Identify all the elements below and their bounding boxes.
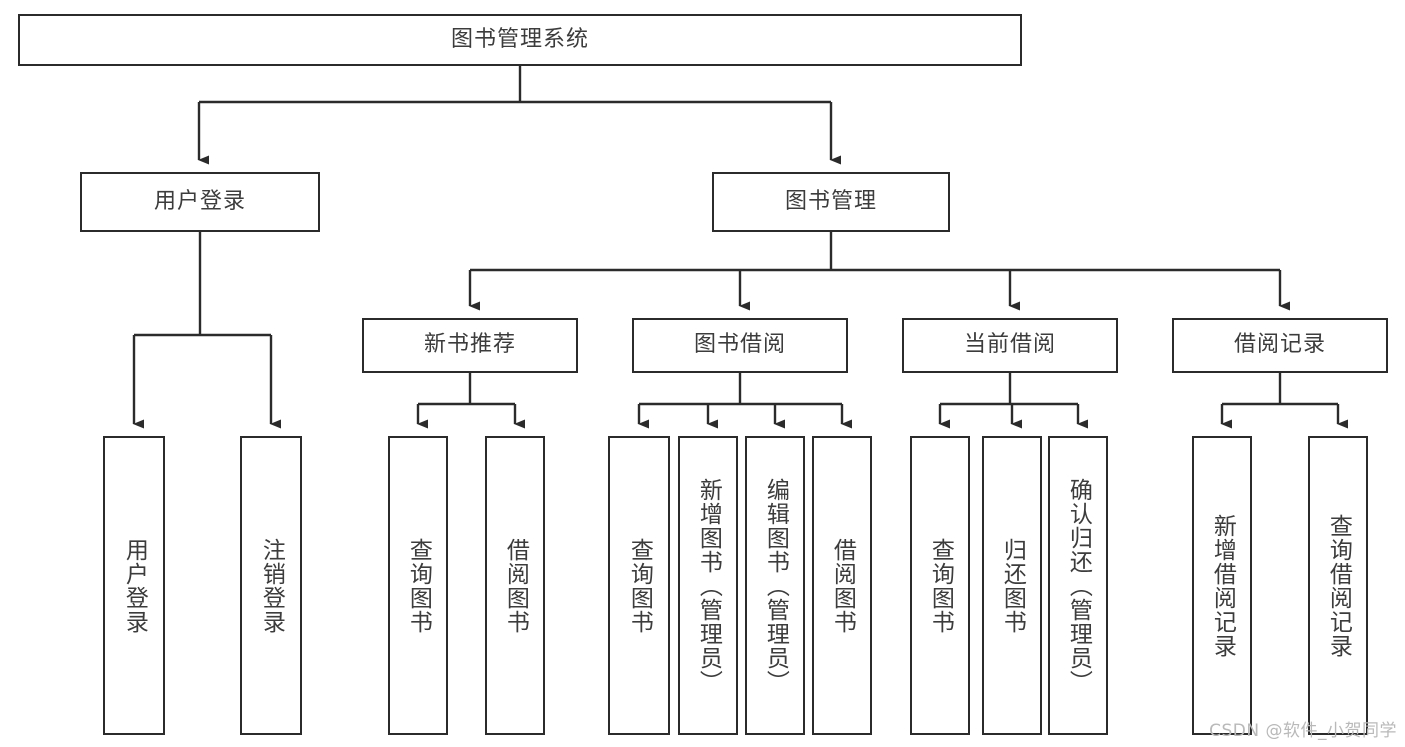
leaf-edit-book-admin[interactable]: 编辑图书（管理员） — [745, 436, 805, 735]
leaf-add-borrow-record-label: 新增借阅记录 — [1209, 513, 1236, 658]
leaf-query-book-recommend[interactable]: 查询图书 — [388, 436, 448, 735]
node-user-login-label: 用户登录 — [153, 188, 246, 214]
leaf-edit-book-admin-label: 编辑图书（管理员） — [762, 477, 789, 694]
node-borrow-records[interactable]: 借阅记录 — [1172, 318, 1388, 373]
leaf-add-book-admin[interactable]: 新增图书（管理员） — [678, 436, 738, 735]
connector-records-to-leaves — [1220, 373, 1348, 429]
leaf-user-login[interactable]: 用户登录 — [103, 436, 165, 735]
leaf-confirm-return-admin[interactable]: 确认归还（管理员） — [1048, 436, 1108, 735]
leaf-query-borrow-record[interactable]: 查询借阅记录 — [1308, 436, 1368, 735]
leaf-return-book[interactable]: 归还图书 — [982, 436, 1042, 735]
leaf-logout-label: 注销登录 — [258, 537, 285, 634]
connector-root-to-level2 — [197, 66, 841, 165]
leaf-query-book-current[interactable]: 查询图书 — [910, 436, 970, 735]
node-book-management-label: 图书管理 — [784, 188, 877, 214]
node-borrow-records-label: 借阅记录 — [1233, 332, 1326, 358]
leaf-user-login-label: 用户登录 — [121, 537, 148, 634]
leaf-query-book-borrow[interactable]: 查询图书 — [608, 436, 670, 735]
leaf-borrow-book-label: 借阅图书 — [829, 537, 856, 634]
node-root-label: 图书管理系统 — [450, 26, 589, 52]
node-root[interactable]: 图书管理系统 — [18, 14, 1022, 66]
leaf-borrow-book-recommend[interactable]: 借阅图书 — [485, 436, 545, 735]
watermark-text: CSDN @软件_小贺同学 — [1209, 721, 1397, 741]
node-book-management[interactable]: 图书管理 — [712, 172, 950, 232]
node-new-book-recommend[interactable]: 新书推荐 — [362, 318, 578, 373]
leaf-add-borrow-record[interactable]: 新增借阅记录 — [1192, 436, 1252, 735]
leaf-query-book-recommend-label: 查询图书 — [405, 537, 432, 634]
leaf-borrow-book[interactable]: 借阅图书 — [812, 436, 872, 735]
leaf-query-borrow-record-label: 查询借阅记录 — [1325, 513, 1352, 658]
connector-bookmgmt-to-level3 — [468, 232, 1290, 311]
leaf-query-book-borrow-label: 查询图书 — [626, 537, 653, 634]
node-new-book-recommend-label: 新书推荐 — [423, 332, 516, 358]
leaf-return-book-label: 归还图书 — [999, 537, 1026, 634]
leaf-add-book-admin-label: 新增图书（管理员） — [695, 477, 722, 694]
leaf-borrow-book-recommend-label: 借阅图书 — [502, 537, 529, 634]
leaf-logout[interactable]: 注销登录 — [240, 436, 302, 735]
connector-borrow-to-leaves — [637, 373, 852, 429]
node-current-borrow[interactable]: 当前借阅 — [902, 318, 1118, 373]
node-book-borrow-label: 图书借阅 — [693, 332, 786, 358]
leaf-query-book-current-label: 查询图书 — [927, 537, 954, 634]
node-user-login[interactable]: 用户登录 — [80, 172, 320, 232]
leaf-confirm-return-admin-label: 确认归还（管理员） — [1065, 477, 1092, 694]
connector-current-to-leaves — [938, 373, 1088, 429]
node-current-borrow-label: 当前借阅 — [963, 332, 1056, 358]
node-book-borrow[interactable]: 图书借阅 — [632, 318, 848, 373]
connector-userlogin-to-leaves — [132, 232, 281, 429]
connector-newbook-to-leaves — [416, 373, 525, 429]
